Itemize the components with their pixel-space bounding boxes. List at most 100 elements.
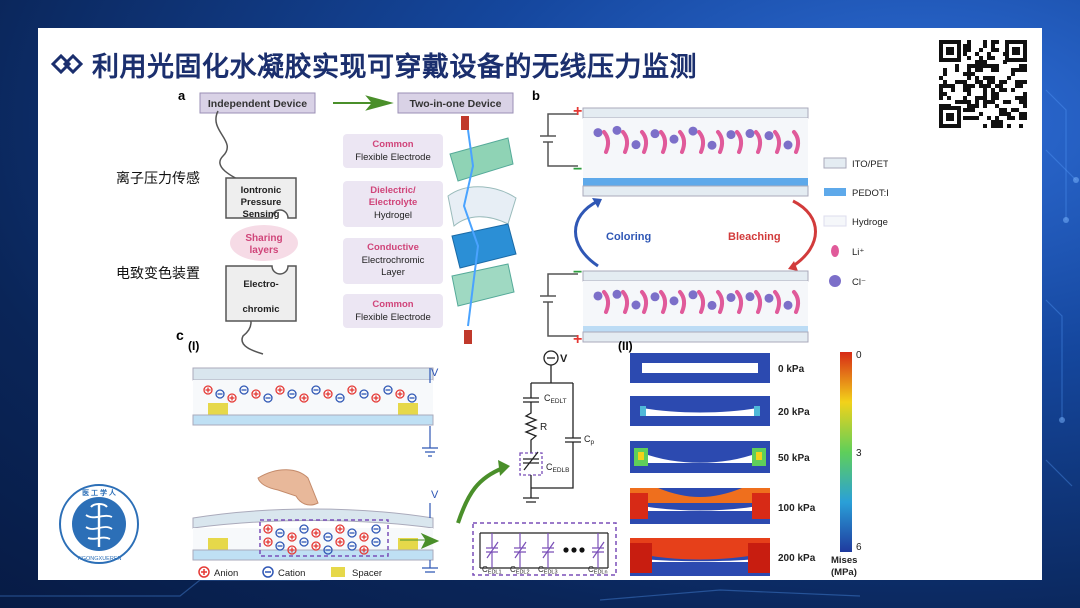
cation-icon xyxy=(347,528,357,538)
anion-icon xyxy=(263,524,273,534)
qr-module xyxy=(991,40,995,44)
qr-module xyxy=(967,104,971,108)
label-electrochromic-device: 电致变色装置 xyxy=(116,266,200,282)
qr-module xyxy=(975,52,979,56)
qr-module xyxy=(991,100,995,104)
cation-icon xyxy=(239,385,249,395)
qr-module xyxy=(979,64,983,68)
qr-module xyxy=(991,44,995,48)
qr-module xyxy=(991,76,995,80)
qr-module xyxy=(995,116,999,120)
cl-ion xyxy=(745,129,755,139)
qr-module xyxy=(983,76,987,80)
qr-module xyxy=(1011,108,1015,112)
qr-module xyxy=(975,80,979,84)
cl-ion xyxy=(726,292,736,302)
qr-module xyxy=(963,80,967,84)
qr-module xyxy=(963,48,967,52)
pressure-100: 100 kPa xyxy=(778,503,816,514)
qr-module xyxy=(967,88,971,92)
spacer-2a xyxy=(208,538,228,550)
cl-ion xyxy=(612,125,622,135)
qr-module xyxy=(1003,112,1007,116)
qr-module xyxy=(991,80,995,84)
li-ion xyxy=(602,130,611,154)
qr-module xyxy=(955,100,959,104)
colorbar xyxy=(840,352,852,552)
qr-module xyxy=(947,96,951,100)
circuit-r: R xyxy=(540,422,547,433)
qr-module xyxy=(979,48,983,52)
qr-module xyxy=(967,56,971,60)
qr-code-icon xyxy=(937,38,1029,130)
qr-module xyxy=(1023,68,1027,72)
pedot-top-layer xyxy=(583,178,808,186)
anion-icon xyxy=(323,389,333,399)
ions-top xyxy=(593,125,801,154)
cl-ion xyxy=(612,289,622,299)
qr-module xyxy=(943,104,947,108)
qr-module xyxy=(971,72,975,76)
qr-module xyxy=(943,92,947,96)
cation-icon xyxy=(299,524,309,534)
qr-module xyxy=(955,64,959,68)
qr-module xyxy=(1007,124,1011,128)
cl-ion xyxy=(631,140,641,150)
anion-icon xyxy=(371,393,381,403)
qr-module xyxy=(967,116,971,120)
li-ion xyxy=(754,290,763,314)
li-ion xyxy=(678,130,687,154)
plus-bottom: + xyxy=(573,331,582,348)
li-ion xyxy=(659,130,668,154)
finger-press-icon xyxy=(257,469,319,506)
dashed-region xyxy=(259,519,389,557)
cl-ion xyxy=(783,300,793,310)
fem-50kpa xyxy=(630,441,770,473)
qr-module xyxy=(1019,100,1023,104)
panel-c-letter: c xyxy=(176,328,184,343)
ito-top-plate-bottom xyxy=(582,270,809,282)
panel-b-letter: b xyxy=(532,88,540,103)
anion-icon xyxy=(227,393,237,403)
slide-card: 利用光固化水凝胶实现可穿戴设备的无线压力监测 离子压力传感 电致变色装置 a I… xyxy=(38,28,1042,580)
qr-module xyxy=(991,124,995,128)
colorbar-unit: (MPa) xyxy=(831,567,857,578)
layer-box-3 xyxy=(343,238,443,284)
cation-icon xyxy=(287,389,297,399)
qr-module xyxy=(1011,88,1015,92)
layer2-title2: Electrolyte xyxy=(369,197,418,208)
qr-module xyxy=(1019,116,1023,120)
qr-module xyxy=(1011,72,1015,76)
qr-module xyxy=(963,96,967,100)
cation-icon xyxy=(371,524,381,534)
puzzle-top-line2: Pressure xyxy=(241,197,282,208)
qr-module xyxy=(983,40,987,44)
qr-module xyxy=(983,60,987,64)
minus-bottom: − xyxy=(573,264,582,281)
qr-module xyxy=(1023,104,1027,108)
qr-module xyxy=(967,84,971,88)
qr-module xyxy=(995,96,999,100)
hydrogel-bottom xyxy=(583,281,808,326)
panel-a-letter: a xyxy=(178,88,186,103)
li-ion xyxy=(735,290,744,314)
v-label-2: V xyxy=(431,489,439,501)
qr-module xyxy=(963,72,967,76)
qr-module xyxy=(1019,68,1023,72)
cl-ion xyxy=(707,140,717,150)
legend-swatch-cl xyxy=(829,275,841,287)
anion-icon xyxy=(275,385,285,395)
cl-ion xyxy=(783,140,793,150)
anion-icon xyxy=(287,545,297,555)
qr-module xyxy=(1015,80,1019,84)
qr-module xyxy=(999,124,1003,128)
li-ion xyxy=(602,290,611,314)
qr-module xyxy=(983,104,987,108)
label-ionic-pressure-sensing: 离子压力传感 xyxy=(116,171,200,187)
qr-module xyxy=(995,124,999,128)
li-ion xyxy=(773,290,782,314)
qr-module xyxy=(991,68,995,72)
cl-ion xyxy=(707,300,717,310)
bleaching-label: Bleaching xyxy=(728,231,781,243)
bleaching-arrowhead xyxy=(788,261,798,271)
